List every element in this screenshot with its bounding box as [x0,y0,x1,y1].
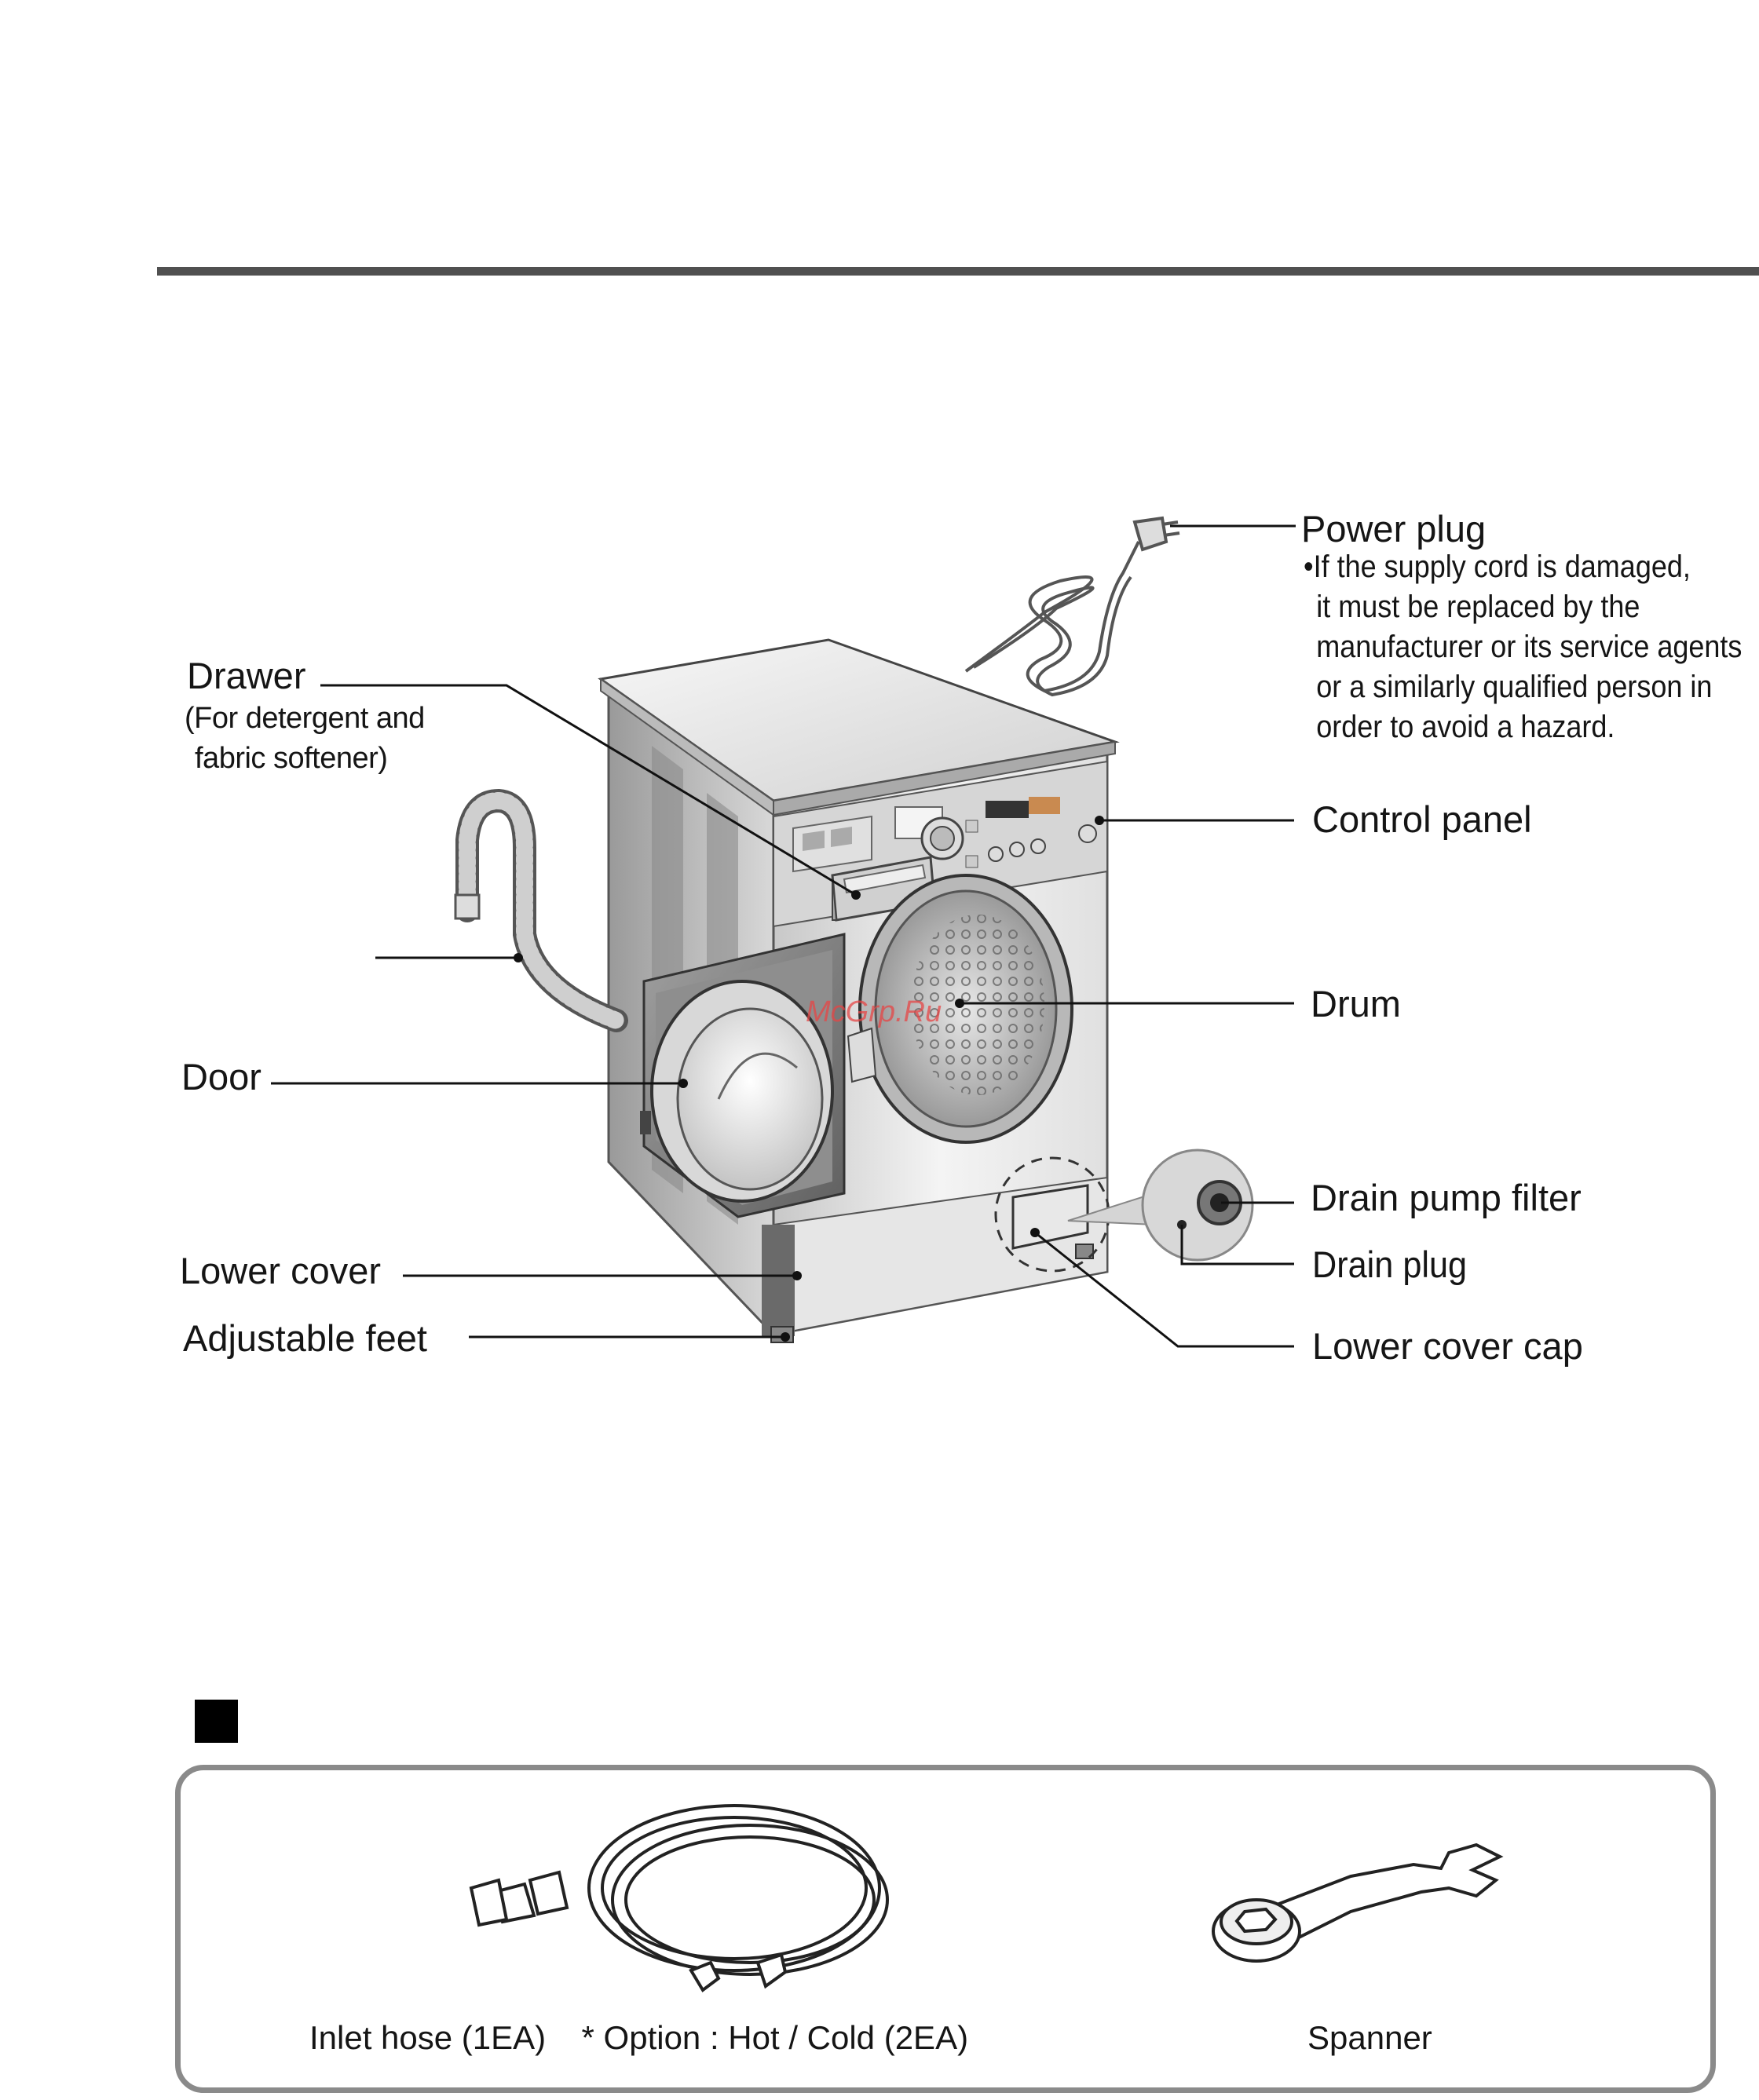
spanner-illustration [1212,1843,1504,1963]
power-note-line-5: order to avoid a hazard. [1316,710,1615,744]
accessories-box [175,1765,1716,2093]
label-power-plug: Power plug [1301,508,1487,550]
spanner-caption: Spanner [1307,2019,1432,2056]
label-drawer-note-2: fabric softener) [195,742,388,775]
section-marker [195,1700,238,1743]
power-note-line-1: If the supply cord is damaged, [1313,550,1691,584]
leader-drawer [320,684,857,897]
power-plug-note: •If the supply cord is damaged, it must … [1304,547,1742,747]
label-drawer: Drawer [187,655,306,696]
inlet-hose-illustration [469,1804,889,1992]
header-rule [157,267,1759,276]
leader-drain-plug [1180,1225,1294,1265]
power-note-line-2: it must be replaced by the [1316,590,1640,624]
inlet-hose-option: Option : Hot / Cold (2EA) [603,2019,969,2056]
leader-lines [271,524,1296,1348]
inlet-hose-label: Inlet hose (1EA) [309,2019,547,2056]
label-door: Door [181,1056,261,1097]
label-drain-plug: Drain plug [1312,1244,1468,1285]
watermark: McGrp.Ru [806,995,942,1028]
label-drawer-note-1: (For detergent and [185,702,425,735]
label-lower-cover-cap: Lower cover cap [1312,1325,1583,1367]
drum-part [858,874,1073,1144]
label-lower-cover: Lower cover [180,1250,381,1291]
inlet-hose-caption: Inlet hose (1EA) * Option : Hot / Cold (… [309,2019,968,2057]
label-adjustable-feet: Adjustable feet [183,1317,427,1359]
power-note-line-3: manufacturer or its service agents [1316,630,1743,664]
bullet-icon: • [1304,550,1314,584]
label-drain-pump-filter: Drain pump filter [1311,1177,1582,1218]
asterisk-icon: * [581,2019,594,2056]
power-note-line-4: or a similarly qualified person in [1316,670,1713,704]
door-part [640,933,877,1218]
label-drum: Drum [1311,983,1401,1024]
label-control-panel: Control panel [1312,798,1532,840]
control-panel [792,797,1097,873]
leader-lower-cover-cap [1034,1231,1294,1348]
power-cord [964,516,1180,697]
drain-hose [454,788,628,1032]
